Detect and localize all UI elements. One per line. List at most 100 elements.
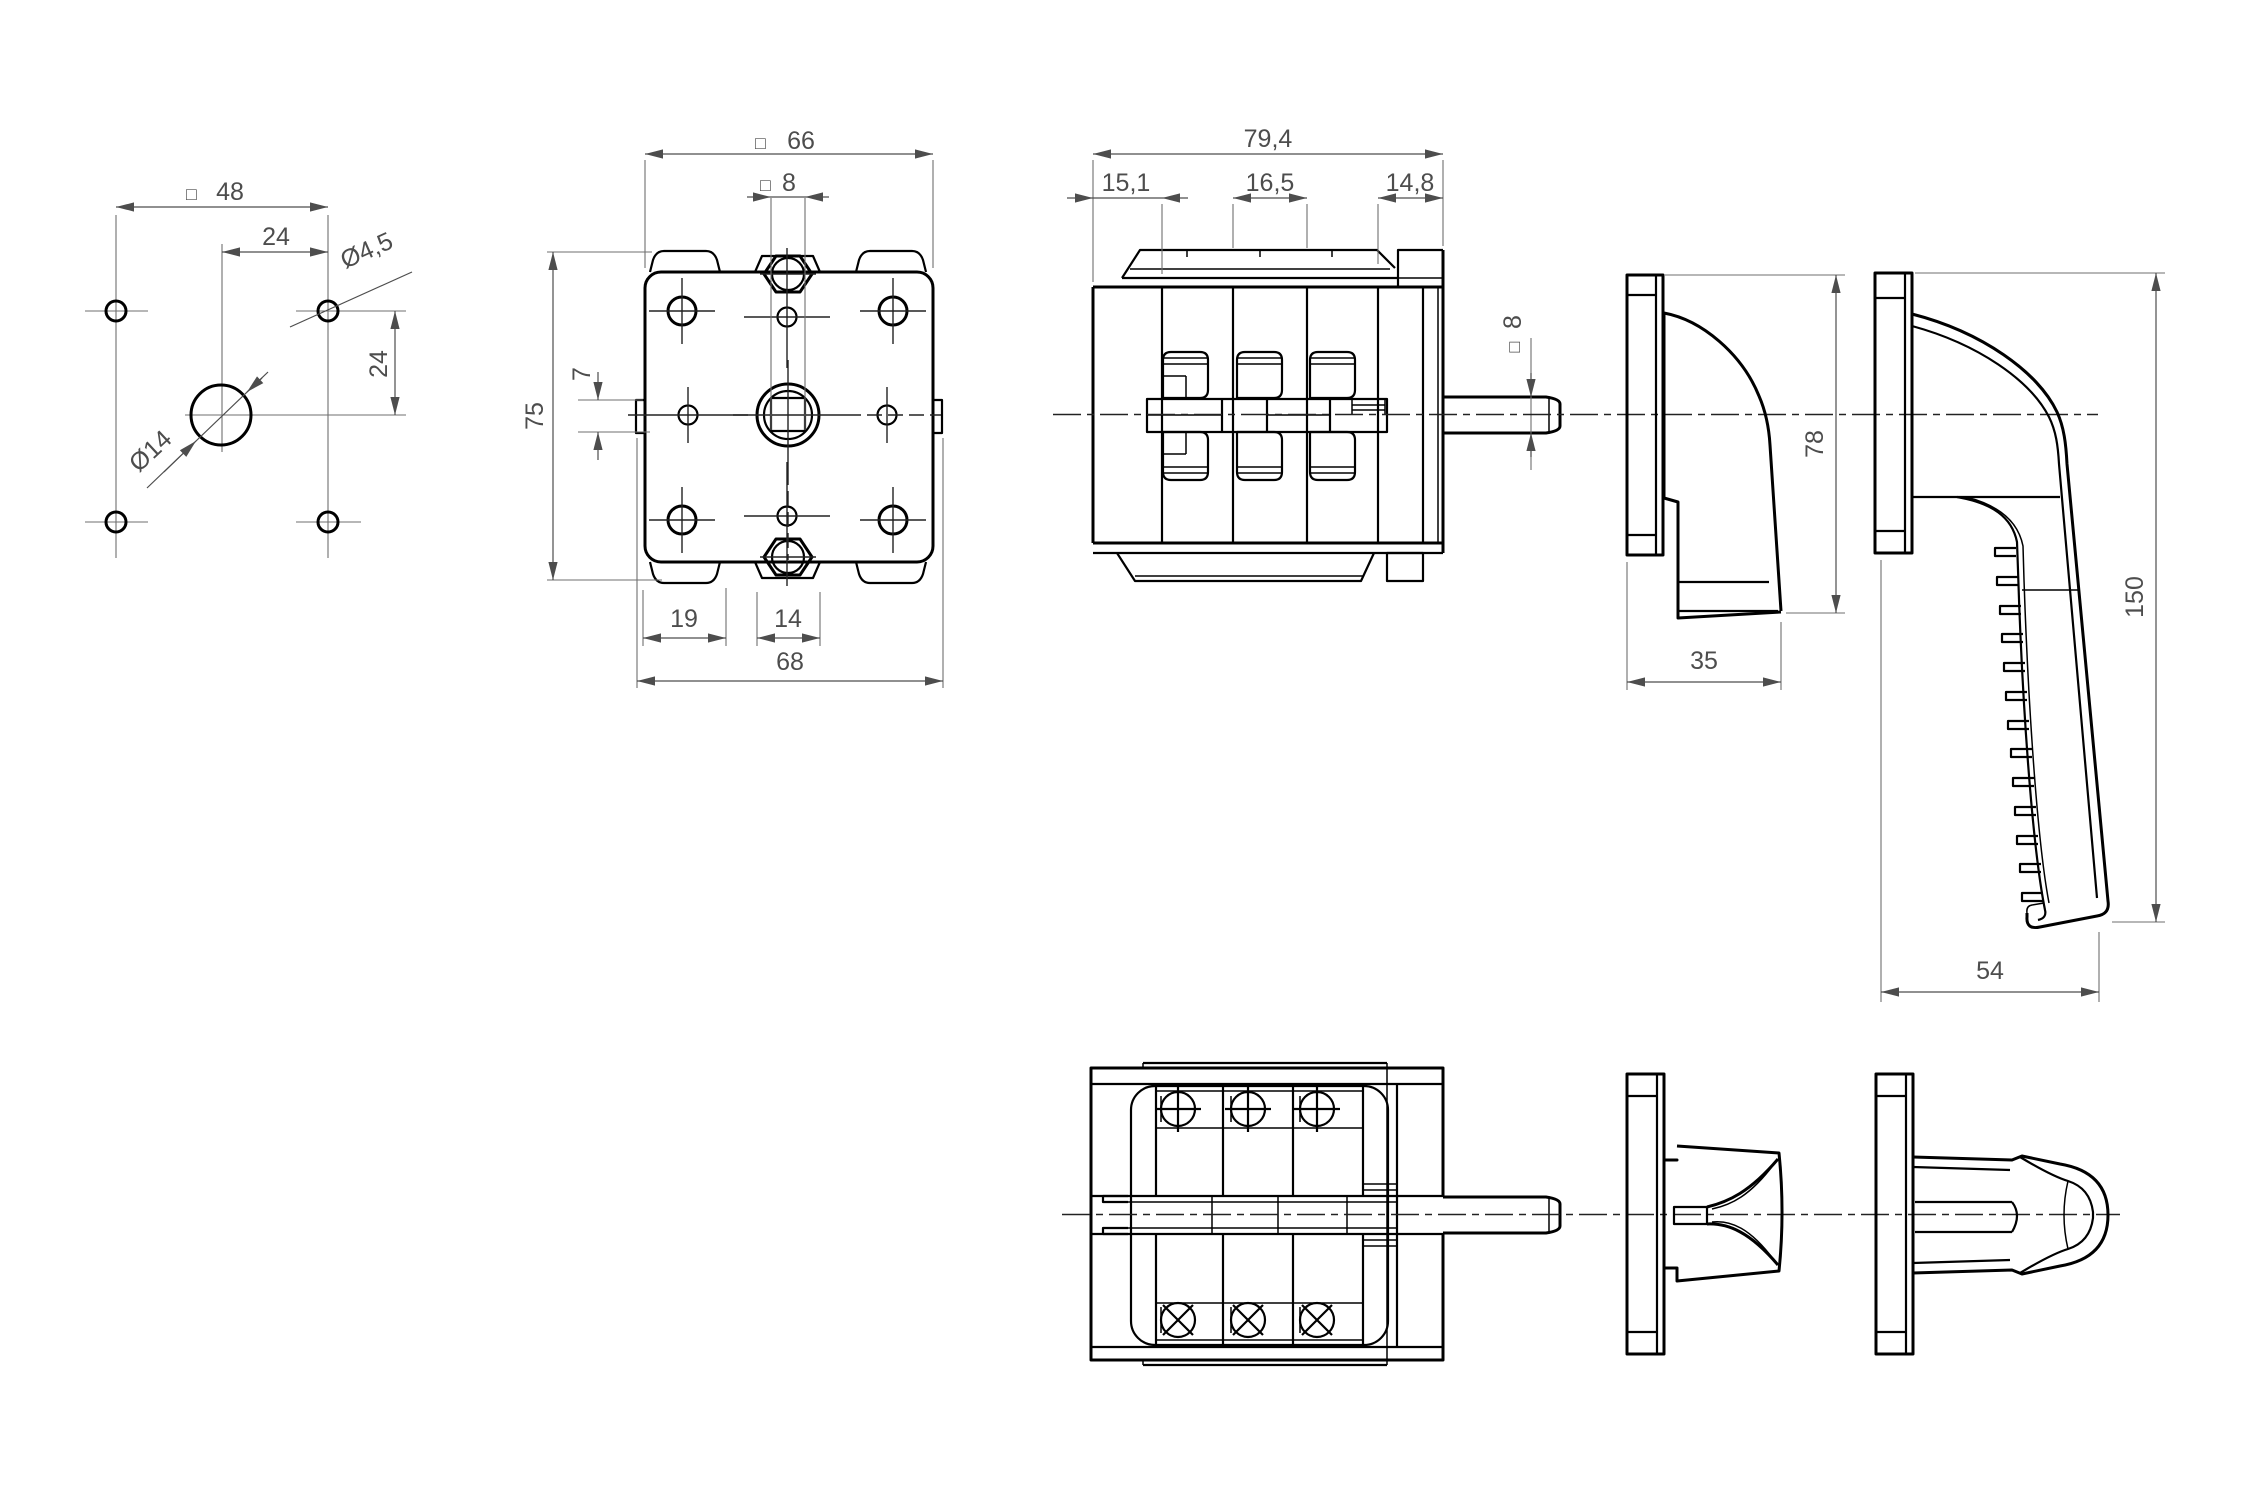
dim-35: 35 [1690,647,1718,675]
flange-detail [1875,273,1907,553]
top-tab-bar [1121,248,1396,279]
view-handle-small-side: 78 35 [1625,273,1845,690]
dim-14: 14 [774,605,802,633]
side-tab-right [931,398,944,435]
extension-lines [1092,160,1444,282]
view-drill-pattern: □ 48 24 24 Ø4,5 Ø14 [85,178,413,558]
corner-crosshairs [649,278,926,553]
flange [1625,1072,1666,1356]
dim-78: 78 [1801,430,1829,458]
flange-detail [1876,1074,1908,1354]
dim-150: 150 [2121,576,2149,618]
center-crosshair [733,360,846,470]
leader-arrow [246,376,264,393]
shaft-hole [189,383,253,447]
knob-facet [2063,1180,2069,1250]
bottom-tab [854,561,928,585]
mount-hole [104,299,128,323]
dim-19: 19 [670,605,698,633]
dim-shaft-8: 8 [1499,315,1527,329]
handle-body [1662,313,1782,620]
top-tab-bar-detail [1130,250,1390,270]
top-tab [854,249,928,273]
front-tabs [1101,1194,1128,1236]
flange-detail [1627,275,1658,555]
extension-lines [547,160,944,688]
view-switch-front: □ 66 □ 8 75 7 19 14 68 [521,127,944,688]
dim-75: 75 [521,402,549,430]
top-tab [648,249,722,273]
terminal-bottom [1235,430,1284,482]
dim-68: 68 [776,648,804,676]
grip-ribs [1993,546,2043,903]
rear-top-block [1396,248,1443,287]
leader-arrow [163,440,197,473]
dim-square-symbol: □ [1504,341,1524,352]
bottom-body-detail [1142,1063,1388,1365]
bottom-body-lines [1091,1061,1443,1367]
handle-body [1662,1144,1784,1283]
dim-66: 66 [787,127,815,155]
construction-lines [115,215,329,558]
shaft-hole [1672,1205,1709,1226]
knob-inner-contour [2019,1156,2095,1274]
dim-79-4: 79,4 [1244,125,1293,153]
handle-base-lines [1678,580,1778,613]
handle-profile [1663,311,1783,612]
handle-wall-lines [1912,1165,2011,1265]
dim-square-symbol: □ [760,175,771,195]
terminal-screws-bottom [1159,1301,1336,1339]
hole-crosshairs [85,310,406,523]
flange-detail [1627,1074,1659,1354]
funnel-inner [1711,1163,1775,1261]
view-handle-small-bottom [1625,1072,1784,1356]
terminal-top [1235,350,1284,400]
leader-hole-small [289,271,413,328]
extension-lines [1880,272,2165,1002]
terminal-bottom [1308,430,1357,482]
terminal-top [1308,350,1357,400]
center-dashes [787,414,941,560]
dim-24-horizontal: 24 [262,223,290,251]
bottom-body-outline [1089,1066,1445,1362]
view-handle-large-bottom [1874,1072,2110,1356]
rear-bottom-block [1385,551,1425,583]
grip-detail [1965,496,2079,914]
dim-14-8: 14,8 [1386,169,1435,197]
channel-lines [1091,1194,1443,1236]
terminal-screws-top [1155,1086,1340,1132]
flange [1873,271,1914,555]
terminal-top [1161,350,1210,400]
dim-48: 48 [216,178,244,206]
pole-dividers [1154,1084,1399,1347]
dim-54: 54 [1976,957,2004,985]
handle-inner-profile [1911,324,2099,899]
view-switch-side: 79,4 15,1 16,5 14,8 □ 8 [1067,125,1562,583]
terminal-recess-lines [1156,1090,1363,1341]
neck-lines [1915,1200,2019,1234]
terminal-bottom [1161,430,1210,482]
bottom-tab-bar [1116,552,1375,583]
dim-16-5: 16,5 [1246,169,1295,197]
bottom-tab [648,561,722,585]
dim-hole-small: Ø4,5 [336,227,397,275]
mount-hole [316,299,340,323]
flange [1874,1072,1915,1356]
dim-8: 8 [782,169,796,197]
dim-hole-center: Ø14 [124,425,178,478]
mount-hole [316,510,340,534]
pole-housing [1129,1084,1390,1347]
dim-square-symbol: □ [755,133,766,153]
dim-7: 7 [568,367,596,381]
grip-edge [1956,495,2047,922]
mount-hole [104,510,128,534]
dim-24-vertical: 24 [365,350,393,378]
handle-outer-profile [1911,312,2110,929]
terminal-bottom-detail [1163,432,1355,474]
terminal-top-detail [1163,357,1355,398]
extension-lines [1626,274,1845,690]
funnel-curves [1706,1158,1780,1266]
dim-15-1: 15,1 [1102,169,1151,197]
